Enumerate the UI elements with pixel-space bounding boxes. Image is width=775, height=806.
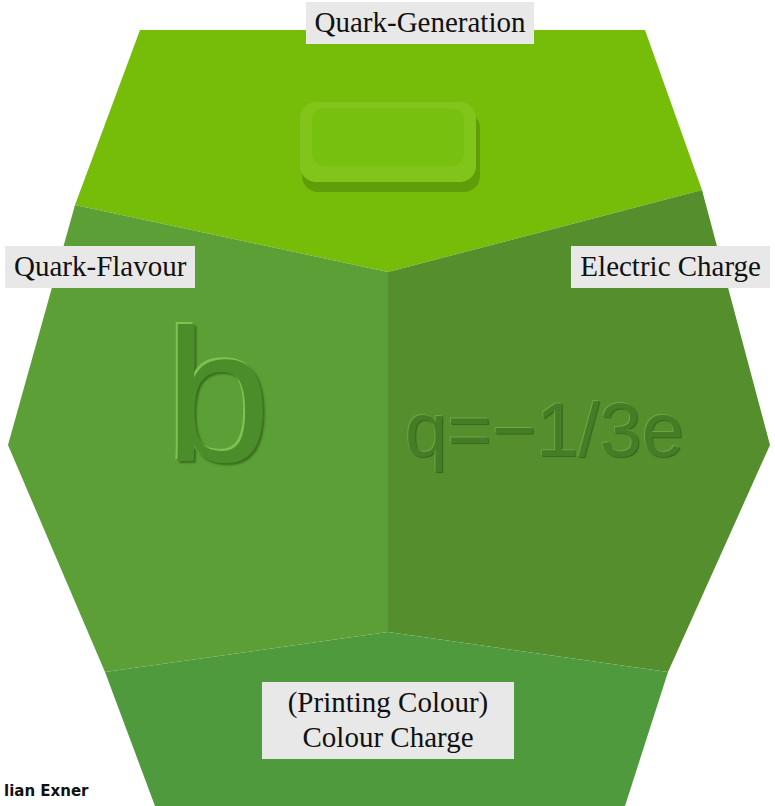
right-face [388, 190, 770, 672]
flavour-letter: b [165, 300, 271, 490]
raised-block [300, 102, 476, 182]
raised-block-top [312, 108, 464, 166]
left-face [8, 205, 388, 672]
label-text: (Printing Colour) Colour Charge [271, 685, 505, 755]
charge-formula: q=−1/3e [405, 392, 684, 468]
label-box: (Printing Colour) Colour Charge [262, 682, 514, 759]
bottom-face [105, 632, 668, 806]
label-text: Electric Charge [580, 249, 761, 284]
label-box: Quark-Generation [306, 2, 535, 44]
label-box: Electric Charge [571, 246, 770, 288]
label-text: Quark-Flavour [14, 249, 186, 284]
label-text: Quark-Generation [315, 5, 526, 40]
label-box: Quark-Flavour [5, 246, 195, 288]
author-credit: lian Exner [4, 782, 88, 800]
